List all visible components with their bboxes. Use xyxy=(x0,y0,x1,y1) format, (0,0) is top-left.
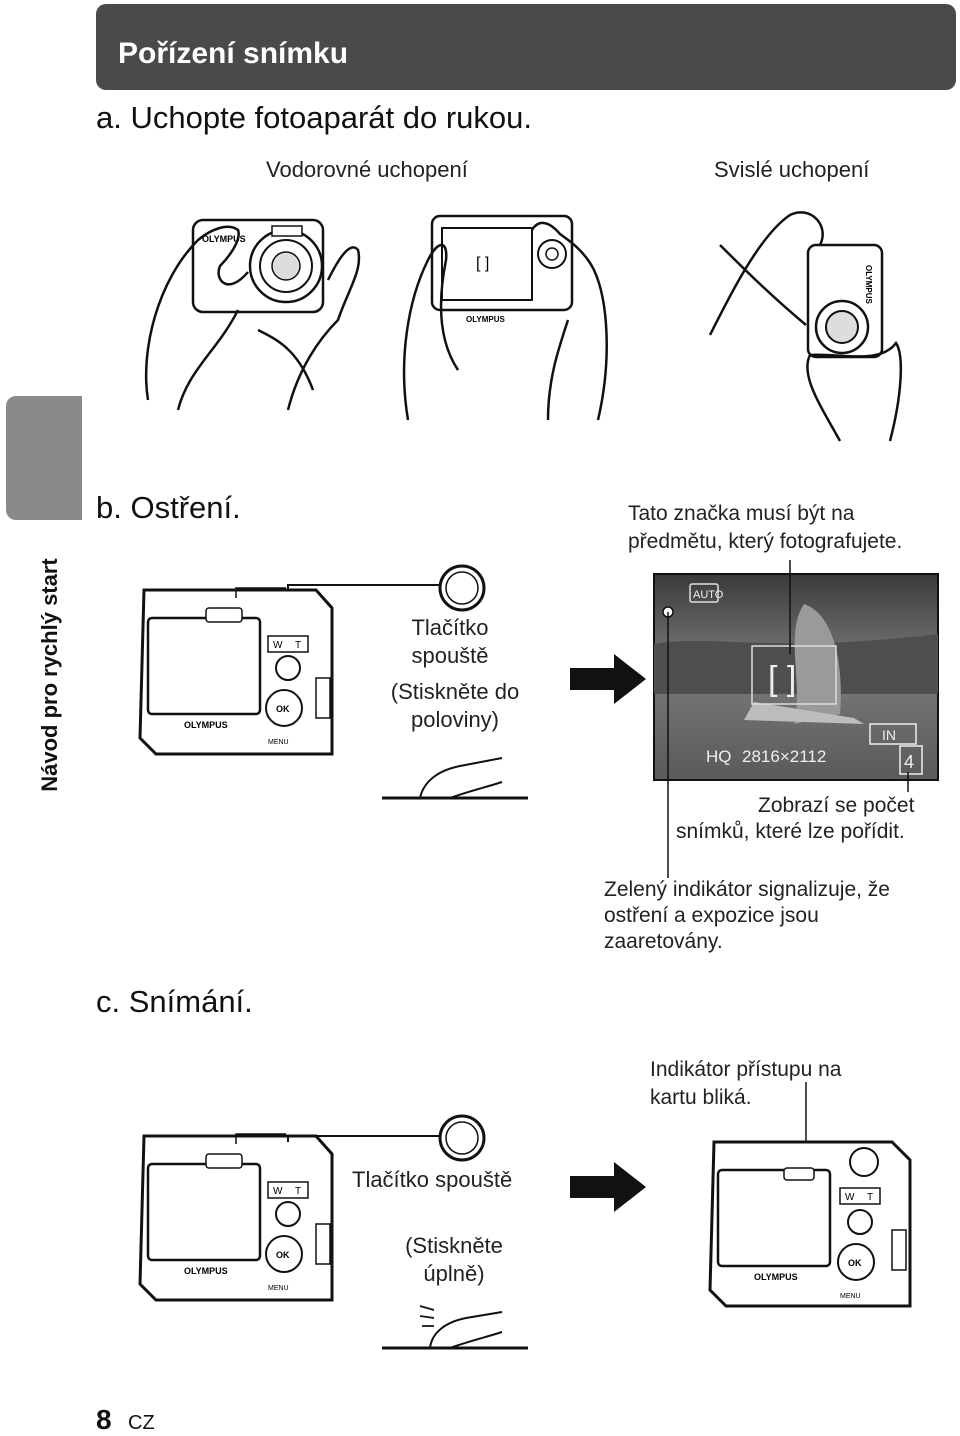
camera-back-illustration-focus: OLYMPUS W T OK MENU xyxy=(138,587,334,756)
section-b-heading: b. Ostření. xyxy=(96,490,241,525)
vertical-grip-label: Svislé uchopení xyxy=(714,157,870,182)
press-full-line2: úplně) xyxy=(423,1261,485,1286)
camera-back-illustration-result: OLYMPUS W T OK MENU xyxy=(708,1140,912,1308)
page-number: 8 xyxy=(96,1404,112,1435)
vertical-grip-illustration: OLYMPUS xyxy=(708,211,903,442)
ok-button-label: OK xyxy=(276,704,290,714)
menu-button-label: MENU xyxy=(268,739,289,746)
header-bar: Pořízení snímku xyxy=(96,4,956,90)
lcd-count-text: 4 xyxy=(904,752,914,772)
press-half-line2: poloviny) xyxy=(410,707,500,732)
shutter-label-line1: Tlačítko xyxy=(411,615,489,640)
lcd-mode-text: AUTO xyxy=(693,589,724,601)
menu-button-label: MENU xyxy=(840,1293,861,1300)
camera-brand-text: OLYMPUS xyxy=(184,720,228,730)
camera-brand-text: OLYMPUS xyxy=(864,265,873,304)
zoom-tele-label: T xyxy=(295,640,301,651)
side-tab xyxy=(6,396,82,520)
ok-button-label: OK xyxy=(276,1250,290,1260)
zoom-wide-label: W xyxy=(845,1192,855,1203)
access-note-line2: kartu bliká. xyxy=(650,1086,752,1109)
green-note-line3: zaaretovány. xyxy=(604,930,723,953)
zoom-wide-label: W xyxy=(273,640,283,651)
page-language: CZ xyxy=(128,1412,155,1434)
lcd-resolution-text: 2816×2112 xyxy=(742,747,826,766)
camera-back-illustration-shoot: OLYMPUS W T OK MENU xyxy=(138,1133,334,1302)
section-a-heading: a. Uchopte fotoaparát do rukou. xyxy=(96,100,533,135)
shutter-button-illustration-shoot xyxy=(287,1114,528,1350)
lcd-focus-mark: [ ] xyxy=(476,255,489,272)
shutter-label-shoot: Tlačítko spouště xyxy=(352,1167,513,1192)
count-note-line2: snímků, které lze pořídit. xyxy=(676,820,905,843)
arrow-right-icon xyxy=(570,654,646,704)
press-half-line1: (Stiskněte do xyxy=(390,679,520,704)
horizontal-grip-front-illustration: OLYMPUS xyxy=(144,218,361,411)
lcd-screen-preview: AUTO [ ] HQ 2816×2112 IN 4 xyxy=(653,573,939,781)
access-note-line1: Indikátor přístupu na xyxy=(650,1058,842,1081)
shutter-button-illustration-focus xyxy=(287,564,528,800)
lcd-quality-text: HQ xyxy=(706,747,732,766)
green-note-line1: Zelený indikátor signalizuje, že xyxy=(604,878,890,901)
horizontal-grip-back-illustration: [ ] OLYMPUS xyxy=(402,214,608,421)
zoom-wide-label: W xyxy=(273,1186,283,1197)
focus-mark-note-line1: Tato značka musí být na xyxy=(628,502,855,525)
zoom-tele-label: T xyxy=(295,1186,301,1197)
camera-brand-text: OLYMPUS xyxy=(466,315,505,324)
camera-brand-text: OLYMPUS xyxy=(202,234,246,244)
focus-mark-note-line2: předmětu, který fotografujete. xyxy=(628,530,903,553)
zoom-tele-label: T xyxy=(867,1192,873,1203)
count-note-line1: Zobrazí se počet xyxy=(758,794,915,817)
camera-brand-text: OLYMPUS xyxy=(754,1272,798,1282)
menu-button-label: MENU xyxy=(268,1285,289,1292)
ok-button-label: OK xyxy=(848,1258,862,1268)
page-title: Pořízení snímku xyxy=(118,37,349,70)
card-access-indicator xyxy=(783,1167,815,1181)
camera-brand-text: OLYMPUS xyxy=(184,1266,228,1276)
section-c-heading: c. Snímání. xyxy=(96,984,253,1019)
green-note-line2: ostření a expozice jsou xyxy=(604,904,819,927)
shutter-label-line2: spouště xyxy=(411,643,489,668)
lcd-focus-mark: [ ] xyxy=(768,660,796,698)
horizontal-grip-label: Vodorovné uchopení xyxy=(266,157,468,182)
arrow-right-icon xyxy=(570,1162,646,1212)
lcd-memory-text: IN xyxy=(882,727,896,743)
press-full-line1: (Stiskněte xyxy=(405,1233,503,1258)
